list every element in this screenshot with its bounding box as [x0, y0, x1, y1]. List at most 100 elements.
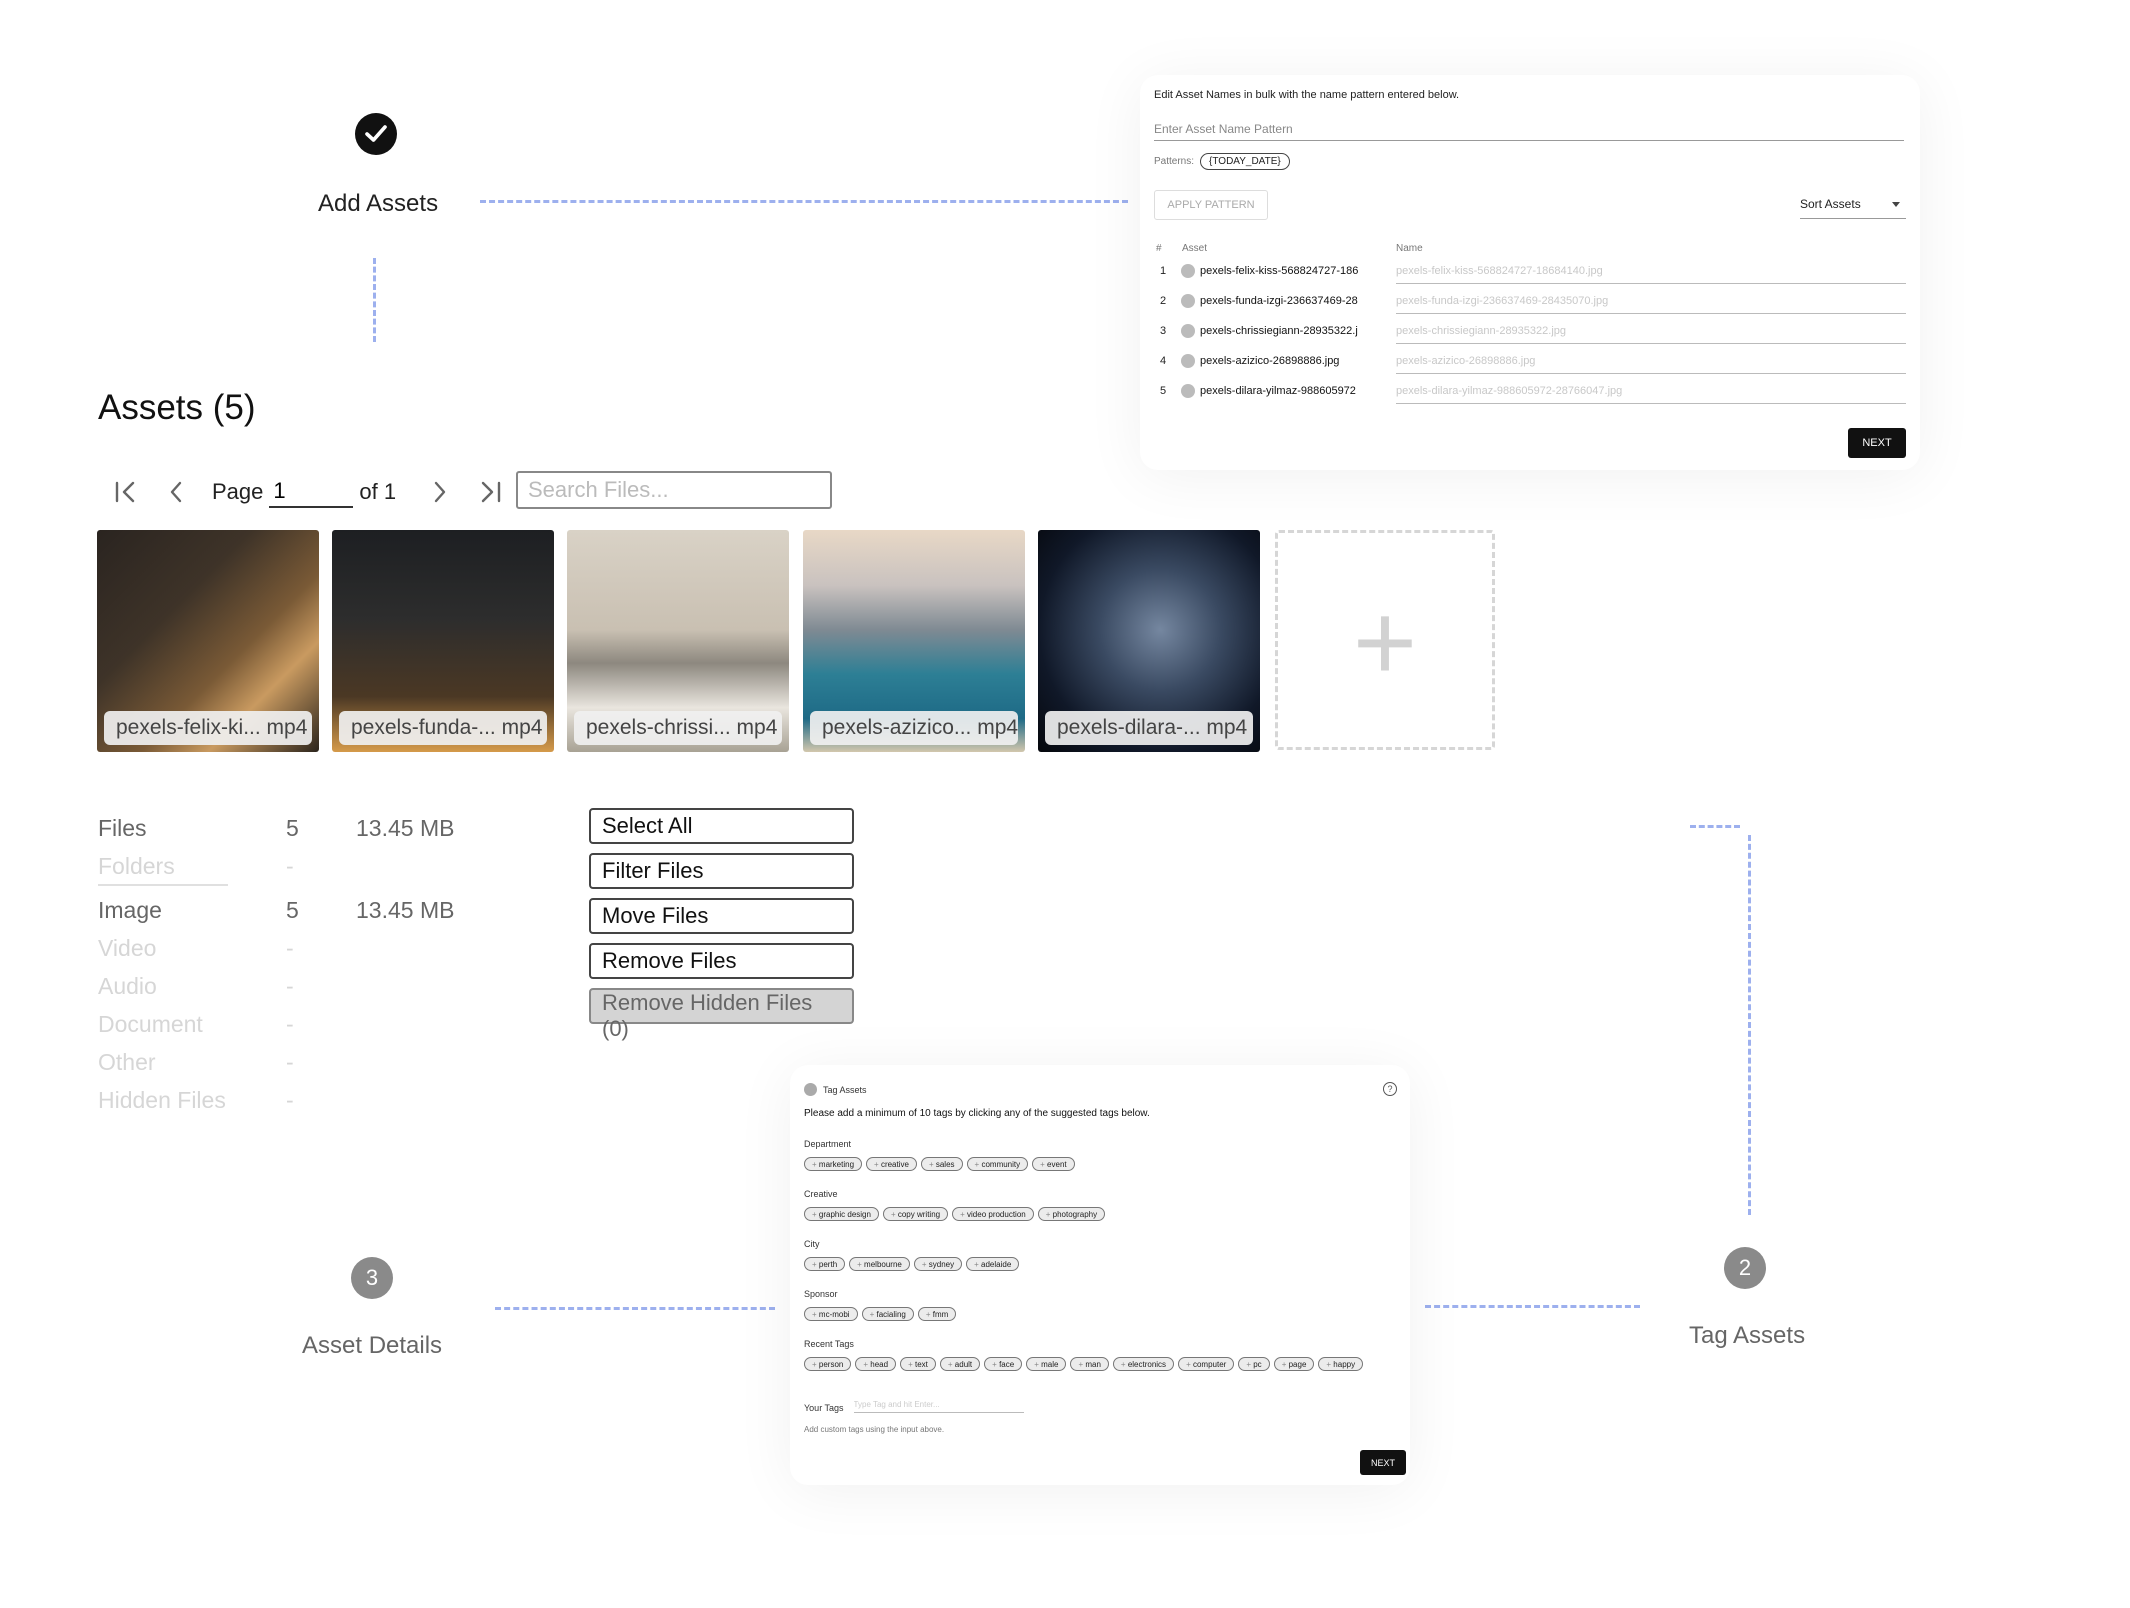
prev-page-icon[interactable]: [158, 474, 194, 510]
tag-chip[interactable]: page: [1273, 1357, 1315, 1371]
tag-assets-panel: Tag Assets ? Please add a minimum of 10 …: [790, 1065, 1410, 1485]
connector-line: [1690, 825, 1740, 828]
add-asset-tile[interactable]: +: [1275, 530, 1495, 750]
connector-line: [1425, 1305, 1640, 1308]
tag-chip[interactable]: perth: [804, 1257, 846, 1271]
tag-chip[interactable]: graphic design: [804, 1207, 879, 1221]
stat-row-video: Video -: [98, 932, 294, 964]
tag-next-button[interactable]: NEXT: [1360, 1450, 1406, 1475]
name-pattern-input[interactable]: [1154, 117, 1904, 141]
connector-line: [480, 200, 1128, 203]
stat-label: Folders: [98, 853, 175, 879]
tag-chip[interactable]: facialing: [861, 1307, 914, 1321]
stat-count: 5: [286, 897, 299, 923]
column-header-index: #: [1156, 243, 1162, 254]
stat-count: -: [286, 853, 294, 879]
rename-next-button[interactable]: NEXT: [1848, 428, 1906, 458]
column-header-asset: Asset: [1182, 243, 1208, 254]
tag-chip[interactable]: man: [1070, 1357, 1109, 1371]
remove-files-button[interactable]: Remove Files: [589, 943, 854, 979]
help-icon[interactable]: ?: [1383, 1082, 1397, 1096]
step-add-assets-label: Add Assets: [318, 190, 439, 217]
row-name-field[interactable]: pexels-chrissiegiann-28935322.jpg: [1396, 322, 1906, 344]
tag-panel-title-text: Tag Assets: [823, 1084, 867, 1095]
table-row: 2 pexels-funda-izgi-236637469-28 pexels-…: [1140, 289, 1920, 319]
move-files-button[interactable]: Move Files: [589, 898, 854, 934]
sort-assets-dropdown[interactable]: Sort Assets: [1800, 193, 1906, 219]
your-tags-hint: Add custom tags using the input above.: [804, 1425, 945, 1434]
rename-assets-panel: Edit Asset Names in bulk with the name p…: [1140, 75, 1920, 470]
your-tags-row: Your Tags: [804, 1397, 1024, 1413]
first-page-icon[interactable]: [108, 474, 144, 510]
search-files-input[interactable]: [516, 471, 832, 509]
apply-pattern-button[interactable]: APPLY PATTERN: [1154, 190, 1268, 220]
tag-chip[interactable]: copy writing: [882, 1207, 949, 1221]
tag-chip[interactable]: sydney: [913, 1257, 963, 1271]
tag-chip[interactable]: adelaide: [966, 1257, 1020, 1271]
divider: [98, 884, 228, 886]
pagination: Page of 1: [108, 472, 522, 512]
filter-files-button[interactable]: Filter Files: [589, 853, 854, 889]
tag-chip[interactable]: sales: [920, 1157, 963, 1171]
stat-size: 13.45 MB: [356, 897, 455, 923]
step-number-asset-details: 3: [351, 1257, 393, 1299]
tag-chip[interactable]: marketing: [804, 1157, 863, 1171]
tag-chip[interactable]: adult: [939, 1357, 981, 1371]
tag-chip[interactable]: pc: [1238, 1357, 1270, 1371]
page-total-label: of 1: [359, 479, 397, 504]
asset-thumbnail-caption: pexels-dilara-... mp4: [1045, 711, 1253, 745]
patterns-row: Patterns: {TODAY_DATE}: [1154, 153, 1290, 170]
tag-panel-title: Tag Assets: [804, 1083, 867, 1096]
patterns-label: Patterns:: [1154, 156, 1195, 167]
asset-thumbnail[interactable]: pexels-chrissi... mp4: [567, 530, 789, 752]
select-all-button[interactable]: Select All: [589, 808, 854, 844]
connector-line: [495, 1307, 775, 1310]
asset-thumbnail[interactable]: pexels-felix-ki... mp4: [97, 530, 319, 752]
tag-chip[interactable]: fmm: [917, 1307, 957, 1321]
tag-section-label: Recent Tags: [804, 1339, 854, 1349]
tag-chip[interactable]: text: [900, 1357, 936, 1371]
stat-count: -: [286, 1087, 294, 1113]
tag-chip[interactable]: video production: [952, 1207, 1034, 1221]
connector-line: [1748, 835, 1751, 1215]
tag-chip[interactable]: computer: [1178, 1357, 1235, 1371]
tag-chip[interactable]: melbourne: [849, 1257, 910, 1271]
row-name-field[interactable]: pexels-felix-kiss-568824727-18684140.jpg: [1396, 262, 1906, 284]
stat-label: Document: [98, 1011, 203, 1037]
row-name-field[interactable]: pexels-azizico-26898886.jpg: [1396, 352, 1906, 374]
tag-icon: [804, 1083, 817, 1096]
stat-label: Hidden Files: [98, 1087, 226, 1113]
page-number-input[interactable]: [269, 476, 354, 508]
asset-thumbnail-caption: pexels-azizico... mp4: [810, 711, 1018, 745]
tag-chip[interactable]: photography: [1037, 1207, 1106, 1221]
caret-down-icon: [1892, 202, 1900, 207]
tag-chip[interactable]: person: [804, 1357, 852, 1371]
asset-thumbnail[interactable]: pexels-azizico... mp4: [803, 530, 1025, 752]
tag-chip[interactable]: event: [1032, 1157, 1075, 1171]
tag-chip[interactable]: head: [855, 1357, 897, 1371]
asset-thumbnail[interactable]: pexels-funda-... mp4: [332, 530, 554, 752]
tag-chip[interactable]: male: [1026, 1357, 1067, 1371]
row-asset-name: pexels-dilara-yilmaz-988605972: [1200, 385, 1356, 397]
remove-hidden-files-button[interactable]: Remove Hidden Files (0): [589, 988, 854, 1041]
step-tag-assets-label: Tag Assets: [1689, 1322, 1806, 1349]
row-name-field[interactable]: pexels-dilara-yilmaz-988605972-28766047.…: [1396, 382, 1906, 404]
your-tags-input[interactable]: [853, 1397, 1024, 1413]
stat-label: Image: [98, 897, 162, 923]
row-name-field[interactable]: pexels-funda-izgi-236637469-28435070.jpg: [1396, 292, 1906, 314]
tag-chip[interactable]: electronics: [1112, 1357, 1175, 1371]
tag-chip[interactable]: community: [966, 1157, 1029, 1171]
tag-chip[interactable]: happy: [1318, 1357, 1364, 1371]
asset-thumbnail[interactable]: pexels-dilara-... mp4: [1038, 530, 1260, 752]
pattern-chip[interactable]: {TODAY_DATE}: [1200, 153, 1290, 170]
stat-row-image: Image 5 13.45 MB: [98, 894, 454, 926]
tag-section-label: Department: [804, 1139, 852, 1149]
stat-row-document: Document -: [98, 1008, 294, 1040]
table-row: 1 pexels-felix-kiss-568824727-186 pexels…: [1140, 259, 1920, 289]
tag-chip[interactable]: face: [984, 1357, 1023, 1371]
tag-chip[interactable]: creative: [866, 1157, 917, 1171]
next-page-icon[interactable]: [422, 474, 458, 510]
last-page-icon[interactable]: [472, 474, 508, 510]
stat-row-hidden-files: Hidden Files -: [98, 1084, 294, 1116]
tag-chip[interactable]: mc-mobi: [804, 1307, 858, 1321]
